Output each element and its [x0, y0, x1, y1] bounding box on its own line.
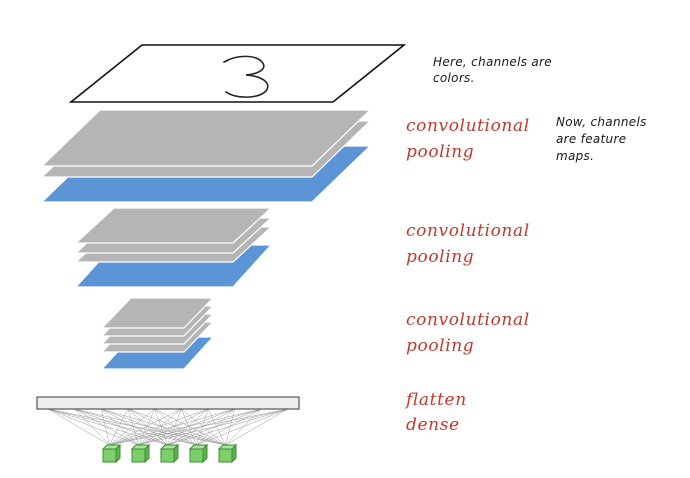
- feature-map: [40, 109, 372, 167]
- feature-map: [100, 297, 215, 329]
- dense-connection-line: [167, 408, 209, 446]
- input-note-line-2: colors.: [433, 71, 475, 85]
- dense-connection-line: [196, 408, 235, 446]
- label-block-2-convolutional: convolutional: [406, 221, 530, 241]
- conv-pool-block-2: [74, 207, 273, 288]
- dense-connection-line: [74, 408, 110, 446]
- dense-connection-line: [101, 408, 226, 446]
- input-digit-sketch: [223, 55, 269, 98]
- dense-connection-line: [47, 408, 139, 446]
- feature-map: [74, 207, 273, 244]
- conv-pool-block-1: [40, 109, 372, 203]
- flatten-dense-block: [36, 396, 300, 464]
- dense-connection-line: [138, 408, 235, 446]
- dense-connection-line: [167, 408, 289, 446]
- label-block-2-pooling: pooling: [406, 247, 474, 267]
- dense-connection-line: [127, 408, 139, 446]
- flatten-layer-bar: [36, 396, 300, 410]
- dense-connection-line: [74, 408, 168, 446]
- dense-layer-nodes: [101, 443, 238, 464]
- dense-connection-line: [196, 408, 209, 446]
- dense-connection-line: [47, 408, 110, 446]
- dense-unit-node: [159, 443, 180, 464]
- dense-connection-line: [207, 408, 226, 446]
- dense-connection-line: [154, 408, 197, 446]
- dense-connection-line: [196, 408, 262, 446]
- dense-connection-line: [138, 408, 182, 446]
- dense-connection-line: [167, 408, 262, 446]
- label-block-3-pooling: pooling: [406, 336, 474, 356]
- dense-connection-line: [101, 408, 139, 446]
- dense-connection-line: [109, 408, 182, 446]
- dense-connection-line: [101, 408, 197, 446]
- dense-connection-line: [109, 408, 235, 446]
- dense-unit-node: [217, 443, 238, 464]
- conv-pool-block-3: [100, 297, 215, 370]
- dense-connection-line: [127, 408, 197, 446]
- dense-connection-line: [154, 408, 168, 446]
- dense-connection-line: [109, 408, 155, 446]
- input-image-layer: [68, 44, 407, 103]
- dense-connection-line: [154, 408, 226, 446]
- dense-connection-line: [47, 408, 197, 446]
- label-flatten: flatten: [404, 390, 467, 410]
- dense-connection-line: [74, 408, 226, 446]
- dense-connection-line: [181, 408, 226, 446]
- dense-connection-line: [196, 408, 289, 446]
- dense-connection-line: [109, 408, 289, 446]
- input-note-line-1: Here, channels are: [433, 55, 552, 69]
- label-block-3-convolutional: convolutional: [406, 310, 530, 330]
- dense-connection-line: [167, 408, 235, 446]
- dense-connection-line: [101, 408, 168, 446]
- dense-connections: [47, 408, 289, 446]
- dense-connection-line: [225, 408, 235, 446]
- feature-note-line-1: Now, channels: [556, 115, 647, 129]
- dense-connection-line: [47, 408, 168, 446]
- dense-connection-line: [109, 408, 209, 446]
- dense-connection-line: [127, 408, 226, 446]
- dense-connection-line: [74, 408, 139, 446]
- dense-connection-line: [181, 408, 197, 446]
- dense-connection-line: [138, 408, 289, 446]
- dense-connection-line: [225, 408, 262, 446]
- feature-note-line-2: are feature: [556, 132, 626, 146]
- label-block-1-convolutional: convolutional: [406, 116, 530, 136]
- dense-connection-line: [138, 408, 209, 446]
- feature-note-line-3: maps.: [556, 149, 594, 163]
- dense-connection-line: [138, 408, 262, 446]
- label-block-1-pooling: pooling: [406, 142, 474, 162]
- dense-unit-node: [101, 443, 122, 464]
- dense-connection-line: [109, 408, 129, 446]
- label-dense: dense: [406, 415, 460, 435]
- dense-connection-line: [101, 408, 110, 446]
- dense-connection-line: [138, 408, 155, 446]
- dense-connection-line: [127, 408, 168, 446]
- dense-connection-line: [167, 408, 182, 446]
- dense-connection-line: [109, 408, 262, 446]
- dense-unit-node: [188, 443, 209, 464]
- dense-connection-line: [225, 408, 289, 446]
- dense-connection-line: [47, 408, 226, 446]
- dense-unit-node: [130, 443, 151, 464]
- input-image-plane: [68, 44, 407, 103]
